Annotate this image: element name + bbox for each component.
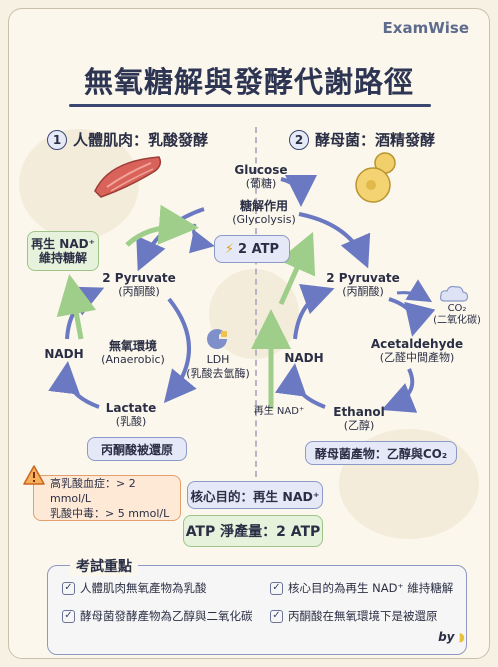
check-icon: ✓ xyxy=(270,581,283,595)
right-regen-label: 再生 NAD⁺ xyxy=(253,406,305,417)
core-purpose-box: 核心目的：再生 NAD⁺ xyxy=(187,481,323,509)
acetaldehyde-label: Acetaldehyde (乙醛中間產物) xyxy=(365,337,469,365)
infographic-sheet: ExamWise 無氧糖解與發酵代謝路徑 1 人體肌肉：乳酸發酵 2 酵母菌：酒… xyxy=(8,8,490,659)
muscle-icon xyxy=(94,156,162,198)
glycolysis-label: 糖解作用 (Glycolysis) xyxy=(209,199,319,227)
yeast-icon xyxy=(355,152,396,203)
exam-item-text: 丙酮酸在無氧環境下是被還原 xyxy=(288,609,438,623)
exam-item: ✓ 酵母菌發酵產物為乙醇與二氧化碳 xyxy=(62,608,253,624)
ldh-text: LDH xyxy=(206,353,230,366)
arrow-left-regen xyxy=(56,274,97,340)
warning-icon xyxy=(23,465,45,485)
arrow-glucose xyxy=(280,174,317,207)
exam-item: ✓ 核心目的為再生 NAD⁺ 維持糖解 xyxy=(270,580,453,596)
right-nadh-label: NADH xyxy=(284,351,324,365)
ethanol-label: Ethanol (乙醇) xyxy=(327,405,391,433)
exam-points-panel: 考試重點 ✓ 人體肌肉無氧產物為乳酸 ✓ 核心目的為再生 NAD⁺ 維持糖解 ✓… xyxy=(47,556,467,655)
arrow-left-regen-top xyxy=(125,204,199,247)
pathway-arrows xyxy=(48,174,436,413)
exam-item-text: 酵母菌發酵產物為乙醇與二氧化碳 xyxy=(80,609,253,623)
arrow-lactate-nadh xyxy=(48,361,100,409)
lactate-label: Lactate (乳酸) xyxy=(99,401,163,429)
section-divider xyxy=(255,127,257,477)
glucose-zh: (葡糖) xyxy=(245,177,277,190)
signature: by ◗ xyxy=(438,630,465,644)
right-section-heading: 2 酵母菌：酒精發酵 xyxy=(289,129,435,150)
check-icon: ✓ xyxy=(62,581,75,595)
title-underline xyxy=(69,104,431,107)
banana-icon: ◗ xyxy=(458,630,465,644)
pyruvate-zh: (丙酮酸) xyxy=(342,285,384,298)
warning-line: 乳酸中毒：> 5 mmol/L xyxy=(50,506,170,520)
check-icon: ✓ xyxy=(62,609,75,623)
environment-en: (Anaerobic) xyxy=(101,353,165,366)
left-pyruvate-label: 2 Pyruvate (丙酮酸) xyxy=(97,271,181,299)
co2-text: CO₂ xyxy=(447,303,467,314)
exam-item-text: 人體肌肉無氧產物為乳酸 xyxy=(80,581,207,595)
enzyme-icon xyxy=(207,329,227,349)
warning-line: 高乳酸血症：> 2 mmol/L xyxy=(50,476,136,505)
regen-nad-box: 再生 NAD⁺ 維持糖解 xyxy=(27,231,99,271)
co2-label: CO₂ (二氧化碳) xyxy=(429,303,485,327)
arrow-pyruvate-acetaldehyde xyxy=(388,297,436,337)
page-title: 無氧糖解與發酵代謝路徑 xyxy=(83,65,414,99)
brand-logo: ExamWise xyxy=(382,19,469,37)
anaerobic-label: 無氧環境 (Anaerobic) xyxy=(93,339,173,367)
environment-text: 無氧環境 xyxy=(108,339,157,353)
pyruvate-text: 2 Pyruvate xyxy=(326,271,400,285)
pyruvate-zh: (丙酮酸) xyxy=(118,285,160,298)
acetaldehyde-zh: (乙醛中間產物) xyxy=(379,351,455,364)
left-section-heading: 1 人體肌肉：乳酸發酵 xyxy=(47,129,208,150)
acetaldehyde-text: Acetaldehyde xyxy=(370,337,464,351)
atp-net-box: ATP 淨產量：2 ATP xyxy=(183,515,323,547)
section-number: 2 xyxy=(289,129,309,150)
left-nadh-label: NADH xyxy=(44,347,84,361)
arrow-to-right-pyruvate xyxy=(298,212,371,269)
lactate-zh: (乳酸) xyxy=(115,415,147,428)
section-title: 人體肌肉：乳酸發酵 xyxy=(73,131,209,149)
arrow-nadh-pyruvate-right xyxy=(293,284,335,340)
section-number: 1 xyxy=(47,129,67,150)
glucose-text: Glucose xyxy=(234,163,288,177)
co2-zh: (二氧化碳) xyxy=(433,315,481,326)
glycolysis-en: (Glycolysis) xyxy=(232,213,296,226)
arrow-to-co2 xyxy=(396,279,433,303)
arrow-to-atp xyxy=(188,223,215,254)
signature-text: by xyxy=(438,630,455,644)
arrow-acetaldehyde-ethanol xyxy=(381,368,418,413)
exam-points-title: 考試重點 xyxy=(70,556,138,576)
atp-box: ⚡ 2 ATP xyxy=(214,235,290,263)
glycolysis-text: 糖解作用 xyxy=(239,199,288,213)
glucose-label: Glucose (葡糖) xyxy=(221,163,301,191)
lightning-icon: ⚡ xyxy=(224,241,235,257)
arrow-right-regen-top xyxy=(278,231,316,306)
pyruvate-reduced-box: 丙酮酸被還原 xyxy=(87,437,187,461)
right-pyruvate-label: 2 Pyruvate (丙酮酸) xyxy=(321,271,405,299)
atp-text: 2 ATP xyxy=(238,241,280,257)
exam-item: ✓ 丙酮酸在無氧環境下是被還原 xyxy=(270,608,438,624)
ethanol-text: Ethanol xyxy=(333,405,385,419)
pyruvate-text: 2 Pyruvate xyxy=(102,271,176,285)
lactate-warning-box: 高乳酸血症：> 2 mmol/L 乳酸中毒：> 5 mmol/L xyxy=(33,475,181,521)
exam-item-text: 核心目的為再生 NAD⁺ 維持糖解 xyxy=(288,581,454,595)
yeast-products-box: 酵母菌產物：乙醇與CO₂ xyxy=(305,441,457,465)
lactate-text: Lactate xyxy=(105,401,157,415)
section-title: 酵母菌：酒精發酵 xyxy=(315,131,436,149)
arrow-pyruvate-lactate xyxy=(163,297,197,404)
check-icon: ✓ xyxy=(270,609,283,623)
ldh-zh: (乳酸去氫酶) xyxy=(186,367,250,380)
ethanol-zh: (乙醇) xyxy=(343,419,375,432)
cloud-icon xyxy=(439,285,469,302)
exam-item: ✓ 人體肌肉無氧產物為乳酸 xyxy=(62,580,207,596)
ldh-label: LDH (乳酸去氫酶) xyxy=(181,353,255,381)
arrow-ethanol-nadh xyxy=(275,363,326,409)
